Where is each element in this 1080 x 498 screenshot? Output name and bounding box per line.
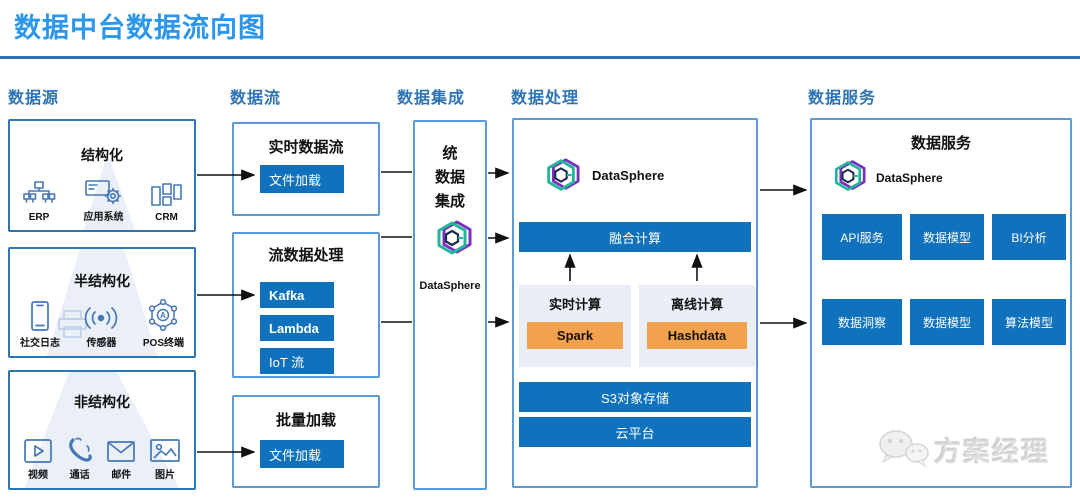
structured-icon-row: ERP 应用系统 [10, 177, 194, 223]
integration-line: 集成 [434, 193, 465, 210]
source-item-label: 图片 [154, 470, 175, 481]
video-icon [24, 439, 52, 463]
svg-text:A: A [161, 311, 167, 320]
datasphere-brand: DataSphere [419, 280, 481, 292]
algorithm-model-button: 算法模型 [992, 299, 1066, 345]
fusion-compute-bar: 融合计算 [519, 222, 751, 252]
watermark-text: 方案经理 [934, 436, 1050, 467]
source-item-mail: 邮件 [107, 441, 136, 481]
mail-icon [107, 441, 136, 462]
watermark: 方案经理 [876, 428, 1050, 470]
column-header-source: 数据源 [8, 90, 60, 107]
unstructured-icon-row: 视频 通话 [10, 437, 194, 481]
datasphere-brand: DataSphere [592, 168, 665, 183]
stream-processing-title: 流数据处理 [268, 247, 344, 264]
datasphere-logo-icon [547, 158, 580, 191]
source-item-label: POS终端 [142, 338, 184, 349]
data-model-button: 数据模型 [910, 214, 984, 260]
semi-structured-source-box: 半结构化 社交日志 [8, 247, 196, 358]
column-header-services: 数据服务 [808, 90, 877, 107]
batch-load-box: 批量加载 文件加载 [232, 395, 380, 488]
source-item-label: 传感器 [86, 338, 117, 349]
datasphere-logo-icon [437, 220, 472, 255]
call-icon [68, 437, 92, 462]
hashdata-chip: Hashdata [647, 322, 747, 349]
source-item-pos-terminal: A POS终端 [143, 299, 184, 349]
page-title: 数据中台数据流向图 [14, 13, 266, 43]
source-item-video: 视频 [24, 439, 52, 481]
spark-chip: Spark [527, 322, 623, 349]
mobile-phone-icon [31, 301, 49, 331]
structured-source-box: 结构化 ERP [8, 119, 196, 232]
data-services-box: 数据服务 DataSphere API服务 数据模型 BI分析 数据洞察 数据模… [810, 118, 1072, 488]
realtime-stream-title: 实时数据流 [268, 139, 344, 156]
application-system-icon [85, 180, 122, 205]
source-item-social-log: 社交日志 [20, 301, 60, 349]
org-chart-icon [23, 181, 56, 203]
column-header-flow: 数据流 [230, 90, 282, 107]
source-item-label: 邮件 [111, 470, 132, 481]
realtime-compute-title: 实时计算 [548, 297, 601, 312]
kafka-chip: Kafka [260, 282, 334, 308]
batch-load-title: 批量加载 [275, 412, 336, 429]
source-item-crm: CRM [151, 183, 182, 223]
title-underline [0, 56, 1080, 59]
unstructured-title: 非结构化 [74, 394, 130, 410]
unstructured-source-box: 非结构化 视频 [8, 370, 196, 490]
source-item-label: CRM [155, 212, 178, 223]
source-item-label: 通话 [69, 470, 90, 481]
stream-processing-box: 流数据处理 Kafka Lambda IoT 流 [232, 232, 380, 378]
semi-structured-title: 半结构化 [74, 273, 130, 289]
offline-compute-panel: 离线计算 Hashdata [639, 285, 755, 367]
wechat-icon [879, 430, 929, 468]
source-item-sensor: 传感器 [83, 305, 119, 349]
api-service-button: API服务 [822, 214, 902, 260]
image-icon [150, 439, 180, 462]
data-services-title: 数据服务 [910, 135, 971, 152]
source-item-label: 社交日志 [20, 338, 60, 349]
bi-analysis-button: BI分析 [992, 214, 1066, 260]
printer-ghost-icon [58, 310, 87, 338]
crm-columns-icon [151, 183, 182, 206]
source-item-call: 通话 [67, 437, 93, 481]
s3-storage-bar: S3对象存储 [519, 382, 751, 412]
integration-line: 数据 [434, 169, 465, 186]
source-item-erp: ERP [22, 181, 56, 223]
integration-label: 统 数据 集成 [415, 142, 485, 214]
column-header-integration: 数据集成 [397, 90, 466, 107]
datasphere-brand: DataSphere [876, 171, 943, 185]
file-load-button: 文件加载 [260, 165, 344, 193]
data-model-button: 数据模型 [910, 299, 984, 345]
column-header-processing: 数据处理 [511, 90, 580, 107]
iot-stream-chip: IoT 流 [260, 348, 334, 374]
source-item-application-system: 应用系统 [84, 177, 124, 223]
offline-compute-title: 离线计算 [670, 297, 723, 312]
source-item-label: ERP [28, 212, 50, 223]
source-item-label: 应用系统 [83, 212, 124, 223]
source-item-label: 视频 [28, 470, 48, 481]
wireless-sensor-icon [85, 307, 118, 329]
unified-integration-box: 统 数据 集成 DataSphere [413, 120, 487, 490]
semi-structured-icon-row: 社交日志 传感器 [10, 299, 194, 349]
data-processing-box: DataSphere 融合计算 实时计算 Spark 离线计算 Hashdata… [512, 118, 758, 488]
structured-title: 结构化 [81, 147, 123, 163]
lambda-chip: Lambda [260, 315, 334, 341]
cloud-platform-bar: 云平台 [519, 417, 751, 447]
data-insight-button: 数据洞察 [822, 299, 902, 345]
source-item-image: 图片 [150, 439, 180, 481]
file-load-button: 文件加载 [260, 440, 344, 468]
realtime-stream-box: 实时数据流 文件加载 [232, 122, 380, 216]
integration-line: 统 [442, 145, 458, 162]
realtime-compute-panel: 实时计算 Spark [519, 285, 631, 367]
datasphere-logo-icon [834, 160, 866, 191]
pos-network-icon: A [149, 299, 178, 331]
